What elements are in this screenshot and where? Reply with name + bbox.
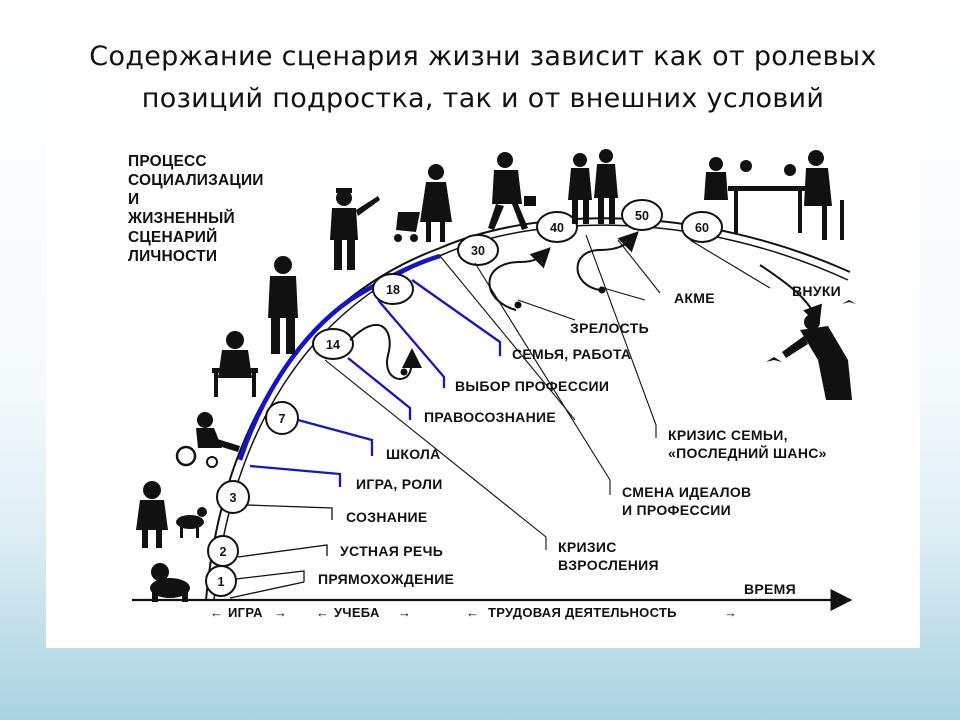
socialization-segment (237, 253, 441, 461)
title-line-2: позиций подростка, так и от внешних усло… (141, 83, 825, 114)
label-crisis-family-2: «ПОСЛЕДНИЙ ШАНС» (668, 444, 827, 461)
girl-with-dog-figure (136, 481, 207, 548)
blue-connectors (249, 279, 502, 487)
heading-line-5: СЦЕНАРИЙ (128, 229, 218, 246)
slide: Содержание сценария жизни зависит как от… (46, 16, 920, 648)
time-axis-label: ВРЕМЯ (744, 581, 796, 597)
svg-text:2: 2 (220, 545, 227, 559)
heading-line-6: ЛИЧНОСТИ (128, 248, 218, 265)
label-profession-choice: ВЫБОР ПРОФЕССИИ (455, 378, 609, 394)
label-speech: УСТНАЯ РЕЧЬ (340, 543, 443, 559)
age-marker-30: 30 (457, 234, 499, 266)
label-walking: ПРЯМОХОЖДЕНИЕ (318, 571, 454, 587)
label-ideals-change-1: СМЕНА ИДЕАЛОВ (622, 484, 751, 500)
crawling-baby-figure (150, 563, 190, 602)
svg-text:18: 18 (386, 283, 400, 297)
heading-line-2: СОЦИАЛИЗАЦИИ (128, 172, 264, 189)
schoolchild-at-desk-figure (212, 331, 258, 397)
family-dinner-figure (704, 150, 844, 240)
businessman-figure (488, 152, 536, 230)
teenager-figure (268, 256, 298, 354)
couple-figure (568, 149, 618, 224)
loop-dot-40 (598, 286, 606, 294)
loop-dot-30 (514, 301, 522, 309)
label-consciousness: СОЗНАНИЕ (346, 509, 428, 525)
age-marker-50: 50 (621, 199, 663, 231)
diagram-heading: ПРОЦЕСС СОЦИАЛИЗАЦИИ И ЖИЗНЕННЫЙ СЦЕНАРИ… (128, 152, 264, 266)
svg-text:7: 7 (279, 412, 286, 426)
label-play-roles: ИГРА, РОЛИ (356, 476, 443, 492)
svg-text:←: ← (210, 605, 223, 620)
age-marker-60: 60 (681, 211, 723, 243)
svg-text:→: → (274, 605, 287, 620)
label-family-work: СЕМЬЯ, РАБОТА (512, 346, 631, 362)
silhouette-illustrations (136, 149, 856, 602)
period-work: ← ТРУДОВАЯ ДЕЯТЕЛЬНОСТЬ → (466, 605, 737, 620)
heading-line-4: ЖИЗНЕННЫЙ (128, 210, 235, 227)
age-marker-18: 18 (372, 273, 414, 305)
label-ideals-change-2: И ПРОФЕССИИ (622, 502, 731, 518)
title-line-1: Содержание сценария жизни зависит как от… (89, 41, 877, 72)
heading-line-3: И (128, 191, 140, 208)
child-on-tricycle-figure (175, 412, 240, 468)
svg-text:УЧЕБА: УЧЕБА (334, 605, 380, 620)
svg-text:1: 1 (218, 575, 225, 589)
age-marker-14: 14 (312, 328, 354, 360)
svg-text:←: ← (316, 605, 329, 620)
period-play: ← ИГРА → (210, 605, 287, 620)
svg-text:→: → (398, 605, 411, 620)
label-crisis-adult-1: КРИЗИС (558, 539, 617, 555)
svg-text:→: → (724, 605, 737, 620)
grandfather-feeding-birds-figure (766, 300, 856, 400)
svg-text:30: 30 (471, 244, 485, 258)
svg-text:14: 14 (326, 338, 340, 352)
mother-with-stroller-figure (394, 164, 452, 242)
thin-leaders (324, 234, 771, 550)
svg-text:3: 3 (230, 491, 237, 505)
label-school: ШКОЛА (386, 446, 441, 462)
heading-line-1: ПРОЦЕСС (128, 153, 207, 170)
policeman-figure (330, 188, 380, 270)
svg-text:60: 60 (695, 221, 709, 235)
loop-dot-14 (400, 368, 408, 376)
label-crisis-adult-2: ВЗРОСЛЕНИЯ (558, 557, 659, 573)
svg-text:40: 40 (550, 221, 564, 235)
age-marker-2: 2 (207, 535, 239, 567)
svg-text:ИГРА: ИГРА (228, 605, 263, 620)
period-study: ← УЧЕБА → (316, 605, 411, 620)
age-marker-7: 7 (265, 401, 299, 435)
label-maturity: ЗРЕЛОСТЬ (570, 320, 649, 336)
label-legal-consciousness: ПРАВОСОЗНАНИЕ (424, 409, 556, 425)
svg-text:50: 50 (635, 209, 649, 223)
age-marker-40: 40 (536, 211, 578, 243)
svg-text:ТРУДОВАЯ ДЕЯТЕЛЬНОСТЬ: ТРУДОВАЯ ДЕЯТЕЛЬНОСТЬ (488, 605, 677, 620)
age-marker-1: 1 (205, 565, 237, 597)
early-connectors (229, 504, 333, 599)
label-crisis-family-1: КРИЗИС СЕМЬИ, (668, 427, 788, 443)
svg-text:←: ← (466, 605, 479, 620)
slide-title: Содержание сценария жизни зависит как от… (46, 36, 920, 120)
label-acme: АКМЕ (674, 290, 715, 306)
age-marker-3: 3 (216, 480, 250, 514)
label-grandchildren: ВНУКИ (792, 283, 841, 299)
life-scenario-diagram: 1 2 3 7 14 18 30 40 (132, 149, 856, 620)
